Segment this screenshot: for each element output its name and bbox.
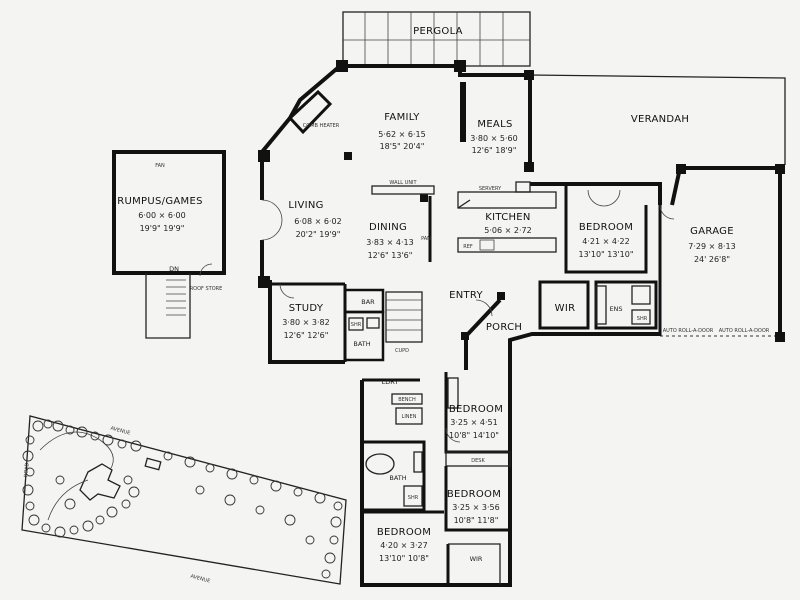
meals-label: MEALS [477, 119, 512, 130]
dining-imperial: 12'6" 13'6" [368, 251, 413, 260]
porch-label: PORCH [486, 322, 522, 333]
comb-heater-label: COMB HEATER [303, 123, 340, 129]
bedroom1-label: BEDROOM [579, 222, 633, 233]
study-label: STUDY [289, 303, 324, 314]
study-metric: 3·80 × 3·82 [282, 318, 329, 327]
bath2-label: BATH [389, 474, 406, 482]
kitchen-label: KITCHEN [485, 212, 530, 223]
shr1-label: SHR [351, 322, 362, 328]
shr3-label: SHR [637, 316, 648, 322]
bath-2: BATH SHR [362, 440, 426, 512]
garage: GARAGE 7·29 × 8·13 24' 26'8" AUTO ROLL-A… [658, 204, 770, 336]
bedroom4-metric: 4·20 × 3·27 [380, 541, 427, 550]
wir2-label: WIR [470, 555, 483, 563]
bar-and-bath: BAR SHR BATH CUPD [343, 288, 423, 362]
bedroom2-metric: 3·25 × 4·51 [450, 418, 497, 427]
rumpus-label: RUMPUS/GAMES [117, 196, 202, 207]
servery-label: SERVERY [479, 186, 502, 192]
bar-label: BAR [361, 298, 375, 306]
site-label-bottom: AVENUE [190, 574, 211, 585]
site-label-side: ROAD [23, 462, 30, 477]
dining-room: DINING 3·83 × 4·13 12'6" 13'6" PAN [366, 196, 432, 262]
bedroom2-label: BEDROOM [449, 404, 503, 415]
roll-door-a: AUTO ROLL-A-DOOR [663, 328, 714, 334]
garage-label: GARAGE [690, 226, 734, 237]
family-imperial: 18'5" 20'4" [380, 142, 425, 151]
desk-zone: DESK [445, 451, 511, 467]
living-metric: 6·08 × 6·02 [294, 217, 341, 226]
rumpus-games-room: DN ROOF STORE FAN RUMPUS/GAMES 6·00 × 6·… [112, 150, 226, 339]
wall-unit-label: WALL UNIT [389, 180, 417, 186]
ref-label: REF [463, 244, 473, 250]
meals-metric: 3·80 × 5·60 [470, 134, 517, 143]
bath1-label: BATH [353, 340, 370, 348]
roof-store-label: ROOF STORE [190, 286, 223, 292]
bedroom4-label: BEDROOM [377, 527, 431, 538]
site-trees [22, 419, 343, 579]
garage-metric: 7·29 × 8·13 [688, 242, 735, 251]
bedroom-2: BEDROOM 3·25 × 4·51 10'8" 14'10" [444, 372, 510, 454]
cupd-label: CUPD [395, 348, 409, 354]
roll-door-b: AUTO ROLL-A-DOOR [719, 328, 770, 334]
laundry: LDRY BENCH LINEN [362, 378, 423, 425]
entry-porch: ENTRY PORCH [449, 290, 522, 333]
linen-label: LINEN [402, 414, 417, 420]
kitchen-metric: 5·06 × 2·72 [484, 226, 531, 235]
desk-label: DESK [471, 458, 485, 464]
family-metric: 5·62 × 6·15 [378, 130, 425, 139]
dining-metric: 3·83 × 4·13 [366, 238, 413, 247]
pergola: PERGOLA [342, 11, 531, 67]
living-room: WALL UNIT LIVING 6·08 × 6·02 20'2" 19'9" [261, 180, 435, 241]
bedroom-1: BEDROOM 4·21 × 4·22 13'10" 13'10" [564, 184, 648, 274]
verandah: VERANDAH [529, 74, 786, 165]
dining-label: DINING [369, 222, 407, 233]
exterior-walls [260, 64, 782, 587]
bedroom3-imperial: 10'8" 11'8" [454, 516, 499, 525]
bedroom-3: BEDROOM 3·25 × 3·56 10'8" 11'8" [444, 466, 510, 532]
study: STUDY 3·80 × 3·82 12'6" 12'6" [270, 282, 347, 362]
wir1-label: WIR [555, 303, 576, 314]
bedroom2-imperial: 10'8" 14'10" [449, 431, 499, 440]
columns [258, 60, 785, 342]
ens-label: ENS [609, 305, 622, 313]
bedroom1-imperial: 13'10" 13'10" [578, 250, 633, 259]
living-imperial: 20'2" 19'9" [296, 230, 341, 239]
rumpus-metric: 6·00 × 6·00 [138, 211, 185, 220]
bench-label: BENCH [398, 397, 416, 403]
master-suite-wet-areas: WIR ENS SHR [538, 280, 658, 330]
site-plan: AVENUE AVENUE ROAD [21, 415, 347, 585]
bedroom4-imperial: 13'10" 10'8" [379, 554, 429, 563]
garage-imperial: 24' 26'8" [694, 255, 730, 264]
verandah-label: VERANDAH [631, 114, 689, 125]
ldry-label: LDRY [382, 378, 399, 386]
living-label: LIVING [288, 200, 323, 211]
pan-label: PAN [421, 236, 431, 242]
shr2-label: SHR [408, 495, 419, 501]
site-label-top: AVENUE [110, 426, 131, 437]
entry-label: ENTRY [449, 290, 483, 301]
dn-label: DN [169, 265, 179, 273]
bedroom-4: BEDROOM 4·20 × 3·27 13'10" 10'8" WIR [362, 510, 501, 585]
pergola-label: PERGOLA [413, 26, 463, 37]
house-footprint [79, 463, 121, 501]
meals-imperial: 12'6" 18'9" [472, 146, 517, 155]
family-label: FAMILY [384, 112, 420, 123]
meals-room: MEALS 3·80 × 5·60 12'6" 18'9" [470, 119, 517, 155]
bedroom3-label: BEDROOM [447, 489, 501, 500]
family-room: COMB HEATER FAMILY 5·62 × 6·15 18'5" 20'… [287, 89, 426, 151]
bedroom3-metric: 3·25 × 3·56 [452, 503, 499, 512]
kitchen: SERVERY REF KITCHEN 5·06 × 2·72 [457, 181, 557, 253]
rumpus-imperial: 19'9" 19'9" [140, 224, 185, 233]
bedroom1-metric: 4·21 × 4·22 [582, 237, 629, 246]
rumpus-top-label: FAN [155, 163, 165, 169]
study-imperial: 12'6" 12'6" [284, 331, 329, 340]
